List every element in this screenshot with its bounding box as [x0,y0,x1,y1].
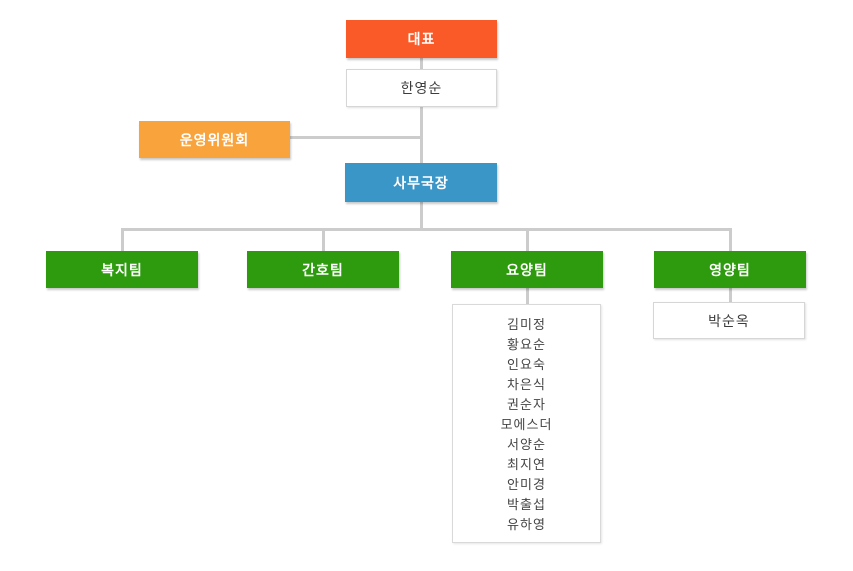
node-ceo: 대표 [346,20,497,58]
connector-teams-spine [121,228,732,231]
member-name: 서양순 [507,437,546,452]
member-name: 황요순 [507,337,546,352]
connector-care-to-members [526,288,529,304]
member-name: 인요숙 [507,357,546,372]
node-team-nutrition: 영양팀 [654,251,806,288]
connector-director-to-spine [420,202,423,229]
member-name: 김미정 [507,317,546,332]
team-nursing-label: 간호팀 [302,261,344,278]
node-team-care: 요양팀 [451,251,603,288]
connector-drop-care [526,229,529,251]
director-label: 사무국장 [393,174,449,191]
node-director: 사무국장 [345,163,497,202]
member-name: 유하영 [507,517,546,532]
member-name: 권순자 [507,397,546,412]
member-name: 모에스더 [500,417,553,432]
ceo-name-label: 한영순 [400,80,443,96]
ceo-label: 대표 [407,31,436,47]
connector-drop-nutrition [729,229,732,251]
node-team-welfare: 복지팀 [46,251,198,288]
team-care-label: 요양팀 [506,261,548,278]
node-team-nursing: 간호팀 [247,251,399,288]
member-name: 차은식 [507,377,546,392]
team-welfare-label: 복지팀 [101,261,143,278]
member-name: 박출섭 [507,497,546,512]
team-nutrition-label: 영양팀 [709,261,751,278]
nutrition-member-label: 박순옥 [708,312,750,329]
connector-committee-branch [290,136,423,139]
connector-nutrition-to-member [729,288,732,302]
node-committee: 운영위원회 [139,121,290,158]
node-ceo-name: 한영순 [346,69,497,107]
committee-label: 운영위원회 [179,131,250,148]
connector-root-to-name [420,58,423,70]
connector-name-to-director [420,107,423,163]
connector-drop-nursing [322,229,325,251]
member-name: 최지연 [507,457,546,472]
connector-drop-welfare [121,229,124,251]
nutrition-member-box: 박순옥 [653,302,805,339]
member-name: 안미경 [507,477,546,492]
